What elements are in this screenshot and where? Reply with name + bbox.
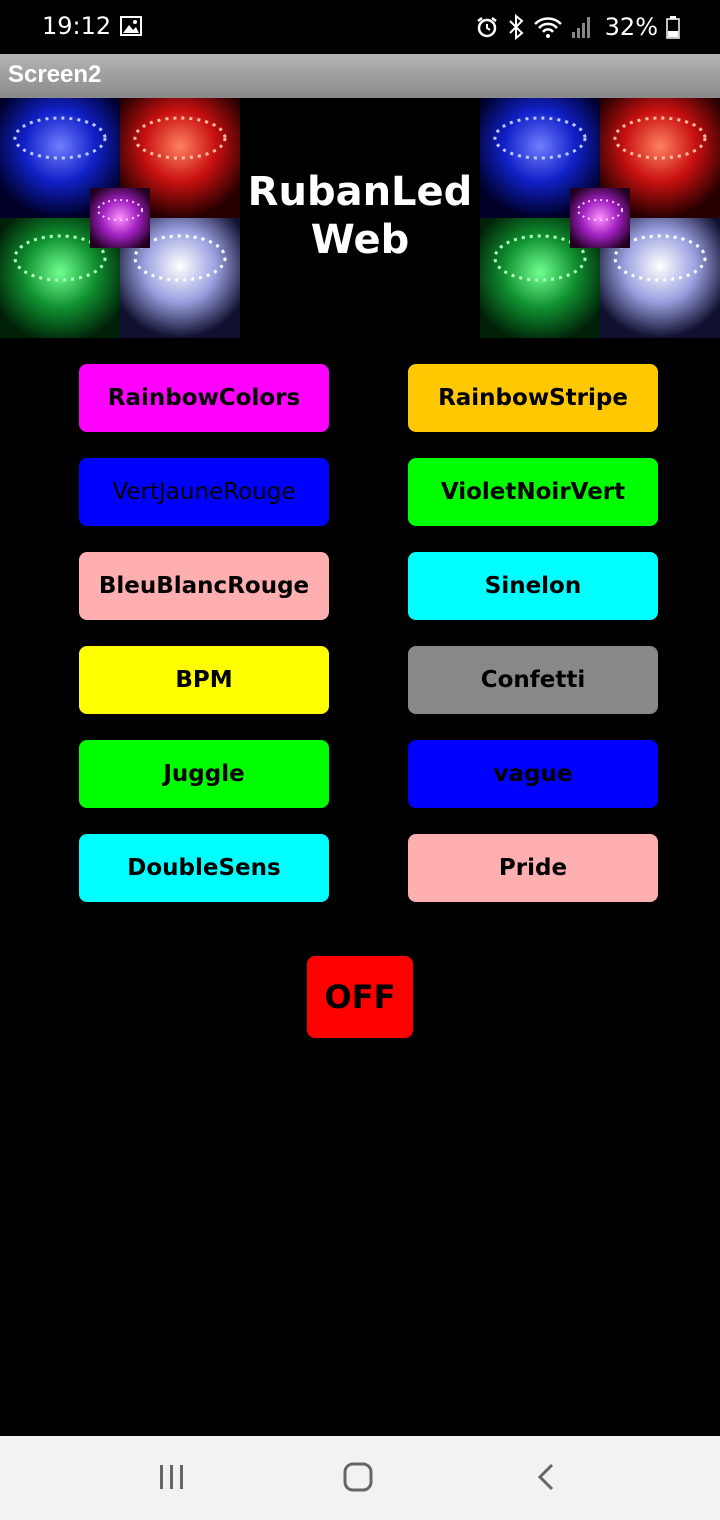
navigation-bar xyxy=(0,1436,720,1520)
battery-icon xyxy=(666,16,680,39)
juggle-button[interactable]: Juggle xyxy=(79,740,329,808)
bluetooth-icon xyxy=(508,14,524,40)
screen-title: Screen2 xyxy=(8,61,102,88)
status-icons: 32% xyxy=(475,11,680,43)
header: RubanLed Web xyxy=(0,98,720,338)
violetnoirvert-button[interactable]: VioletNoirVert xyxy=(408,458,658,526)
status-time: 19:12 xyxy=(42,12,112,40)
app-title-line1: RubanLed xyxy=(247,169,473,215)
pride-button[interactable]: Pride xyxy=(408,834,658,902)
signal-icon xyxy=(571,17,590,38)
confetti-button[interactable]: Confetti xyxy=(408,646,658,714)
status-bar: 19:12 32% xyxy=(0,0,720,54)
app-title-line2: Web xyxy=(310,217,410,263)
led-strip-image-right xyxy=(480,98,720,338)
led-strip-image-left xyxy=(0,98,240,338)
image-icon xyxy=(120,16,142,36)
bpm-button[interactable]: BPM xyxy=(79,646,329,714)
bleublancrouge-button[interactable]: BleuBlancRouge xyxy=(79,552,329,620)
rainbowcolors-button[interactable]: RainbowColors xyxy=(79,364,329,432)
app-title: RubanLed Web xyxy=(240,168,480,264)
back-icon[interactable] xyxy=(532,1462,562,1492)
doublesens-button[interactable]: DoubleSens xyxy=(79,834,329,902)
off-button[interactable]: OFF xyxy=(307,956,413,1038)
rainbowstripe-button[interactable]: RainbowStripe xyxy=(408,364,658,432)
alarm-icon xyxy=(476,17,497,38)
recent-apps-icon[interactable] xyxy=(156,1462,188,1492)
sinelon-button[interactable]: Sinelon xyxy=(408,552,658,620)
wifi-icon xyxy=(533,17,562,38)
home-icon[interactable] xyxy=(342,1462,374,1492)
battery-percent: 32% xyxy=(604,13,658,41)
title-bar: Screen2 xyxy=(0,54,720,98)
vague-button[interactable]: vague xyxy=(408,740,658,808)
vertjaunerouge-button[interactable]: VertJauneRouge xyxy=(79,458,329,526)
